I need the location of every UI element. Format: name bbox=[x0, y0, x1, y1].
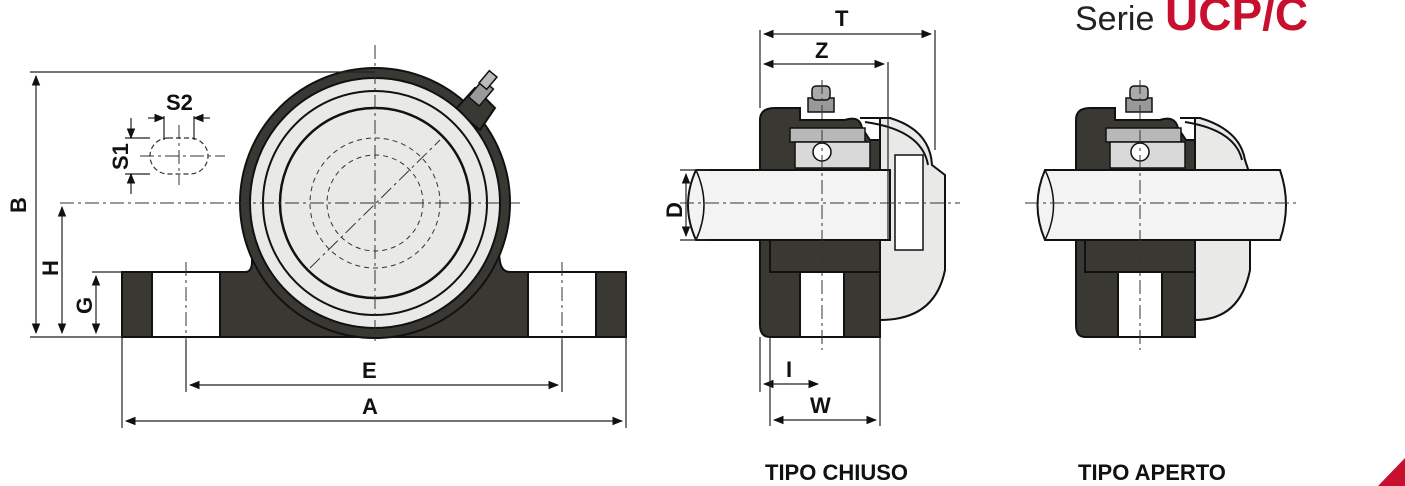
dim-b-label: B bbox=[6, 197, 31, 213]
dim-s2-label: S2 bbox=[166, 90, 193, 115]
dim-g-label: G bbox=[72, 297, 97, 314]
series-name: UCP/C bbox=[1165, 0, 1308, 40]
dim-i-label: I bbox=[786, 357, 792, 382]
slot-detail bbox=[125, 113, 225, 194]
dim-e-label: E bbox=[362, 358, 377, 383]
grease-nipple-closed bbox=[807, 85, 835, 113]
caption-closed: TIPO CHIUSO bbox=[765, 460, 908, 485]
dim-a-label: A bbox=[362, 394, 378, 419]
dim-t-label: T bbox=[835, 6, 849, 31]
series-title: Serie UCP/C bbox=[1075, 0, 1308, 40]
shaft-closed bbox=[687, 169, 891, 241]
series-prefix: Serie bbox=[1075, 0, 1154, 38]
caption-open: TIPO APERTO bbox=[1078, 460, 1226, 485]
side-view-closed: T Z D I W bbox=[662, 6, 960, 426]
corner-accent bbox=[1378, 458, 1405, 486]
dim-s1-label: S1 bbox=[108, 143, 133, 170]
dim-w-label: W bbox=[810, 393, 831, 418]
shaft-open bbox=[1036, 169, 1287, 241]
dim-d-label: D bbox=[662, 202, 687, 218]
grease-nipple-open bbox=[1125, 85, 1153, 113]
dim-z-label: Z bbox=[815, 38, 828, 63]
front-view: S2 S1 B H G E A bbox=[6, 45, 627, 428]
dim-h-label: H bbox=[38, 260, 63, 276]
side-view-open bbox=[1025, 80, 1300, 350]
